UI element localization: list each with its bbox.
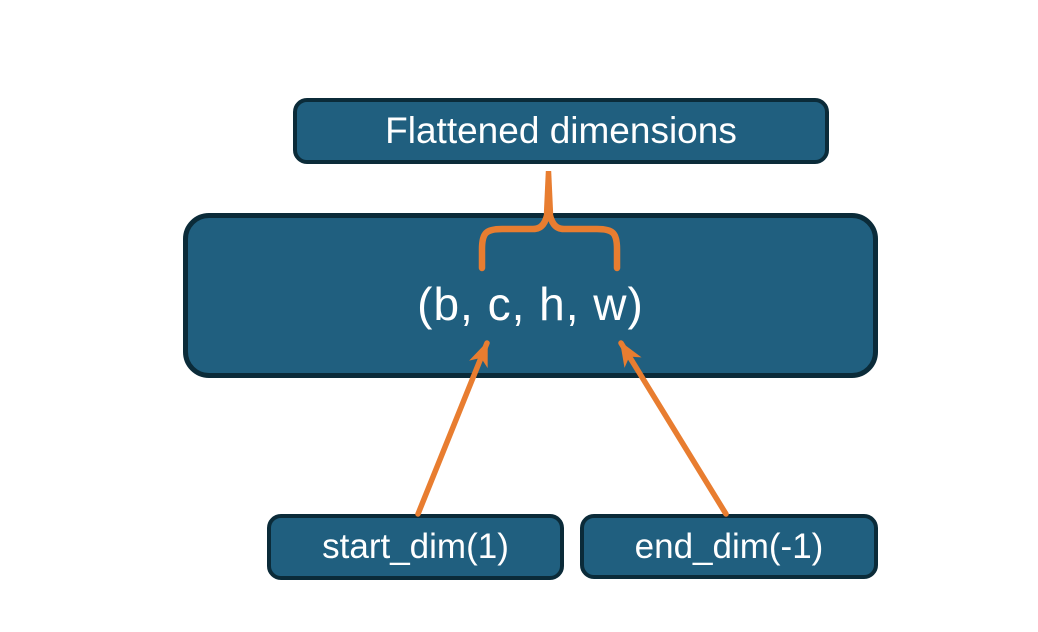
flattened-dimensions-label: Flattened dimensions <box>385 110 737 151</box>
flattened-dimensions-label-box: Flattened dimensions <box>293 98 829 164</box>
brace-stem <box>543 171 554 214</box>
start-dim-label: start_dim(1) <box>322 527 509 566</box>
tensor-shape-box: (b, c, h, w) <box>183 213 878 378</box>
tensor-shape-label: (b, c, h, w) <box>417 277 644 330</box>
start-dim-box: start_dim(1) <box>267 514 564 580</box>
end-dim-label: end_dim(-1) <box>634 526 824 566</box>
end-dim-box: end_dim(-1) <box>580 514 878 579</box>
